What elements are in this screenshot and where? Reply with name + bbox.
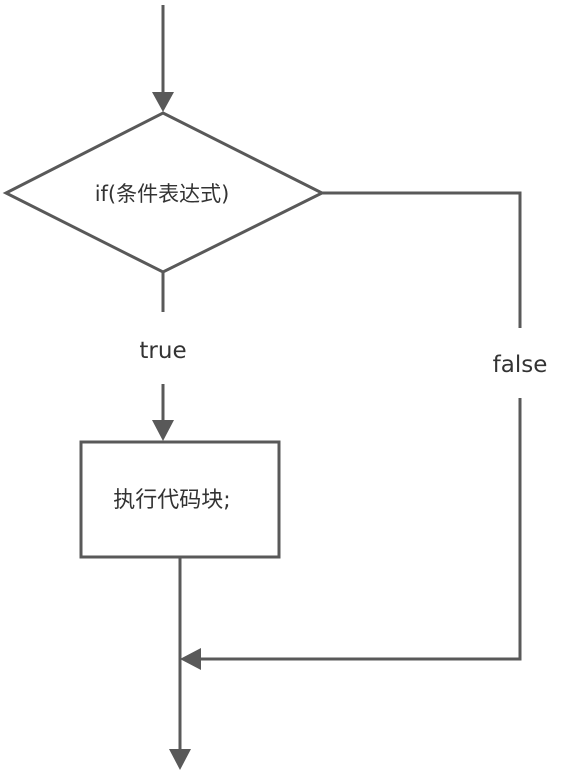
- decision-label: if(条件表达式): [95, 182, 230, 206]
- true-label: true: [139, 338, 186, 364]
- false-label: false: [493, 352, 548, 378]
- false-edge-lower: [198, 398, 522, 661]
- exit-arrowhead: [169, 749, 191, 770]
- true-arrowhead: [152, 420, 174, 441]
- process-box: [79, 440, 281, 559]
- false-arrowhead: [180, 648, 201, 670]
- entry-arrowhead: [152, 92, 174, 112]
- false-edge-upper: [322, 191, 522, 328]
- process-label: 执行代码块;: [113, 488, 230, 513]
